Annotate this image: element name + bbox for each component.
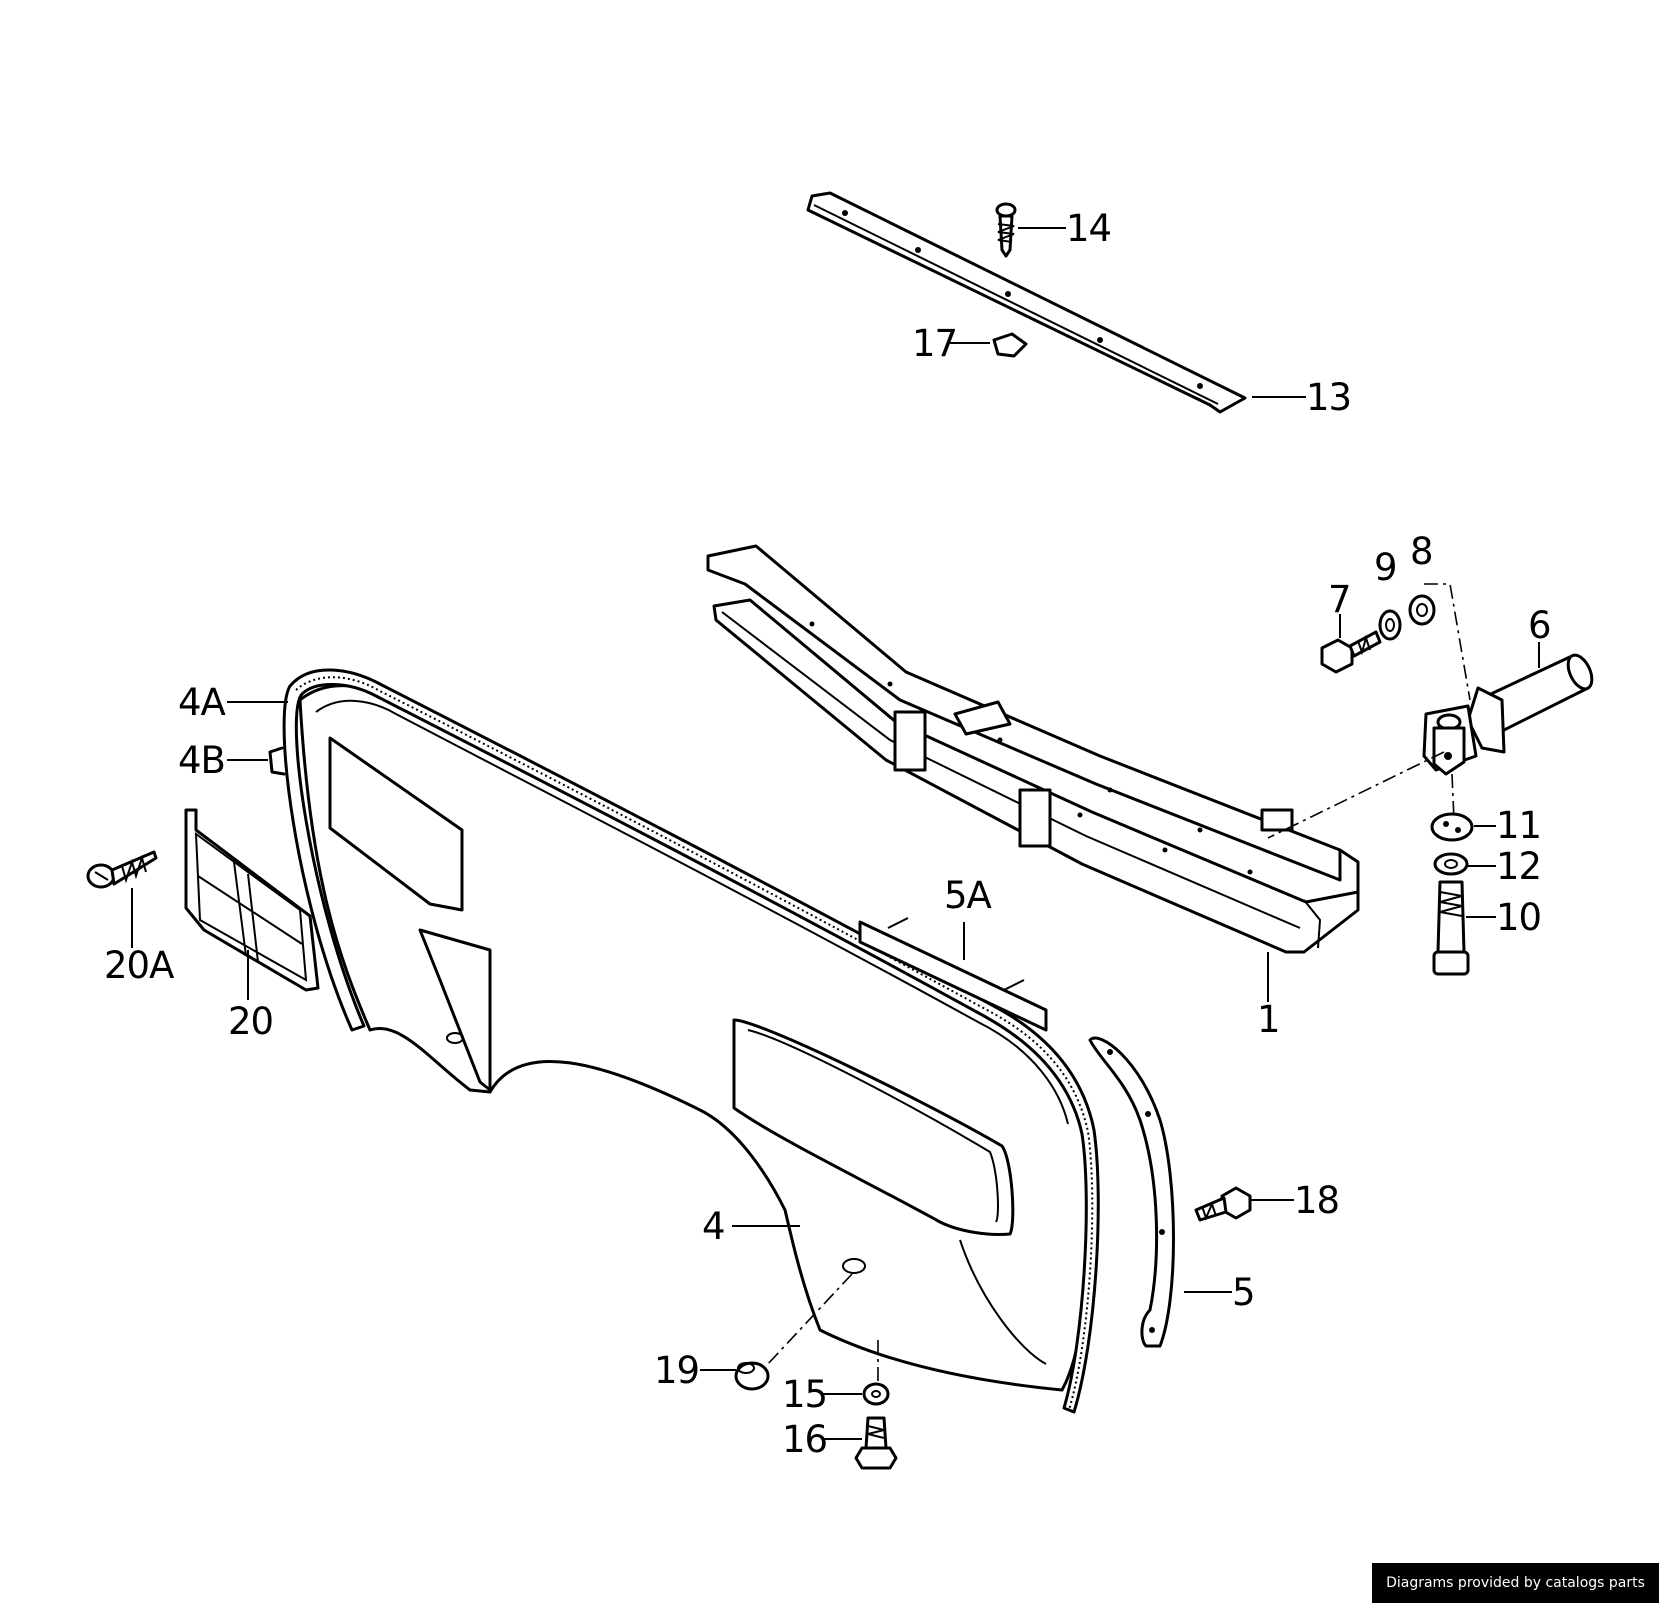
part-5a-molding bbox=[858, 917, 1048, 1032]
credit-banner: Diagrams provided by catalogs parts bbox=[1372, 1563, 1659, 1603]
leader-lines bbox=[131, 227, 1540, 1440]
part-20a-screw bbox=[86, 850, 158, 889]
callout-4b: 4B bbox=[178, 739, 225, 782]
callout-5: 5 bbox=[1232, 1271, 1255, 1314]
callout-20: 20 bbox=[228, 1000, 273, 1043]
callout-16: 16 bbox=[782, 1418, 827, 1461]
callout-labels: 14 17 13 7 9 8 6 11 12 10 1 4A 4B 20A 20… bbox=[104, 207, 1552, 1461]
callout-13: 13 bbox=[1306, 376, 1351, 419]
callout-12: 12 bbox=[1496, 845, 1541, 888]
assembly-lines bbox=[765, 583, 1471, 1384]
callout-15: 15 bbox=[782, 1373, 827, 1416]
part-14-screw bbox=[995, 202, 1017, 258]
part-12-washer bbox=[1433, 852, 1469, 876]
callout-5a: 5A bbox=[944, 874, 992, 917]
part-4-bumper-cover bbox=[298, 684, 1094, 1392]
part-9-lock-washer bbox=[1378, 609, 1402, 641]
callout-20a: 20A bbox=[104, 944, 174, 987]
callout-17: 17 bbox=[912, 322, 957, 365]
part-4a-seal-strip bbox=[282, 668, 1100, 1414]
part-15-washer bbox=[862, 1382, 890, 1406]
callout-7: 7 bbox=[1328, 578, 1351, 621]
part-11-plate bbox=[1430, 812, 1474, 842]
callout-6: 6 bbox=[1528, 604, 1551, 647]
callout-14: 14 bbox=[1066, 207, 1111, 250]
part-10-long-bolt bbox=[1432, 880, 1470, 976]
part-5-side-trim bbox=[1088, 1036, 1175, 1348]
callout-18: 18 bbox=[1294, 1179, 1339, 1222]
callout-19: 19 bbox=[654, 1349, 699, 1392]
callout-4a: 4A bbox=[178, 681, 226, 724]
callout-4: 4 bbox=[702, 1205, 725, 1248]
part-19-cap bbox=[734, 1361, 770, 1391]
part-6-impact-absorber bbox=[1422, 653, 1594, 776]
part-18-screw bbox=[1194, 1186, 1252, 1222]
part-4b-clip bbox=[268, 746, 286, 776]
callout-10: 10 bbox=[1496, 896, 1541, 939]
callout-9: 9 bbox=[1374, 546, 1397, 589]
callout-1: 1 bbox=[1257, 998, 1280, 1041]
part-16-bolt bbox=[854, 1416, 898, 1470]
callout-8: 8 bbox=[1410, 530, 1433, 573]
part-20-reflector-frame bbox=[184, 808, 320, 992]
callout-11: 11 bbox=[1496, 804, 1541, 847]
part-17-clip bbox=[992, 332, 1028, 358]
part-7-bolt bbox=[1320, 630, 1382, 674]
part-8-washer bbox=[1408, 594, 1436, 626]
part-13-strip bbox=[806, 191, 1247, 414]
part-1-reinforcement-beam bbox=[706, 544, 1360, 954]
